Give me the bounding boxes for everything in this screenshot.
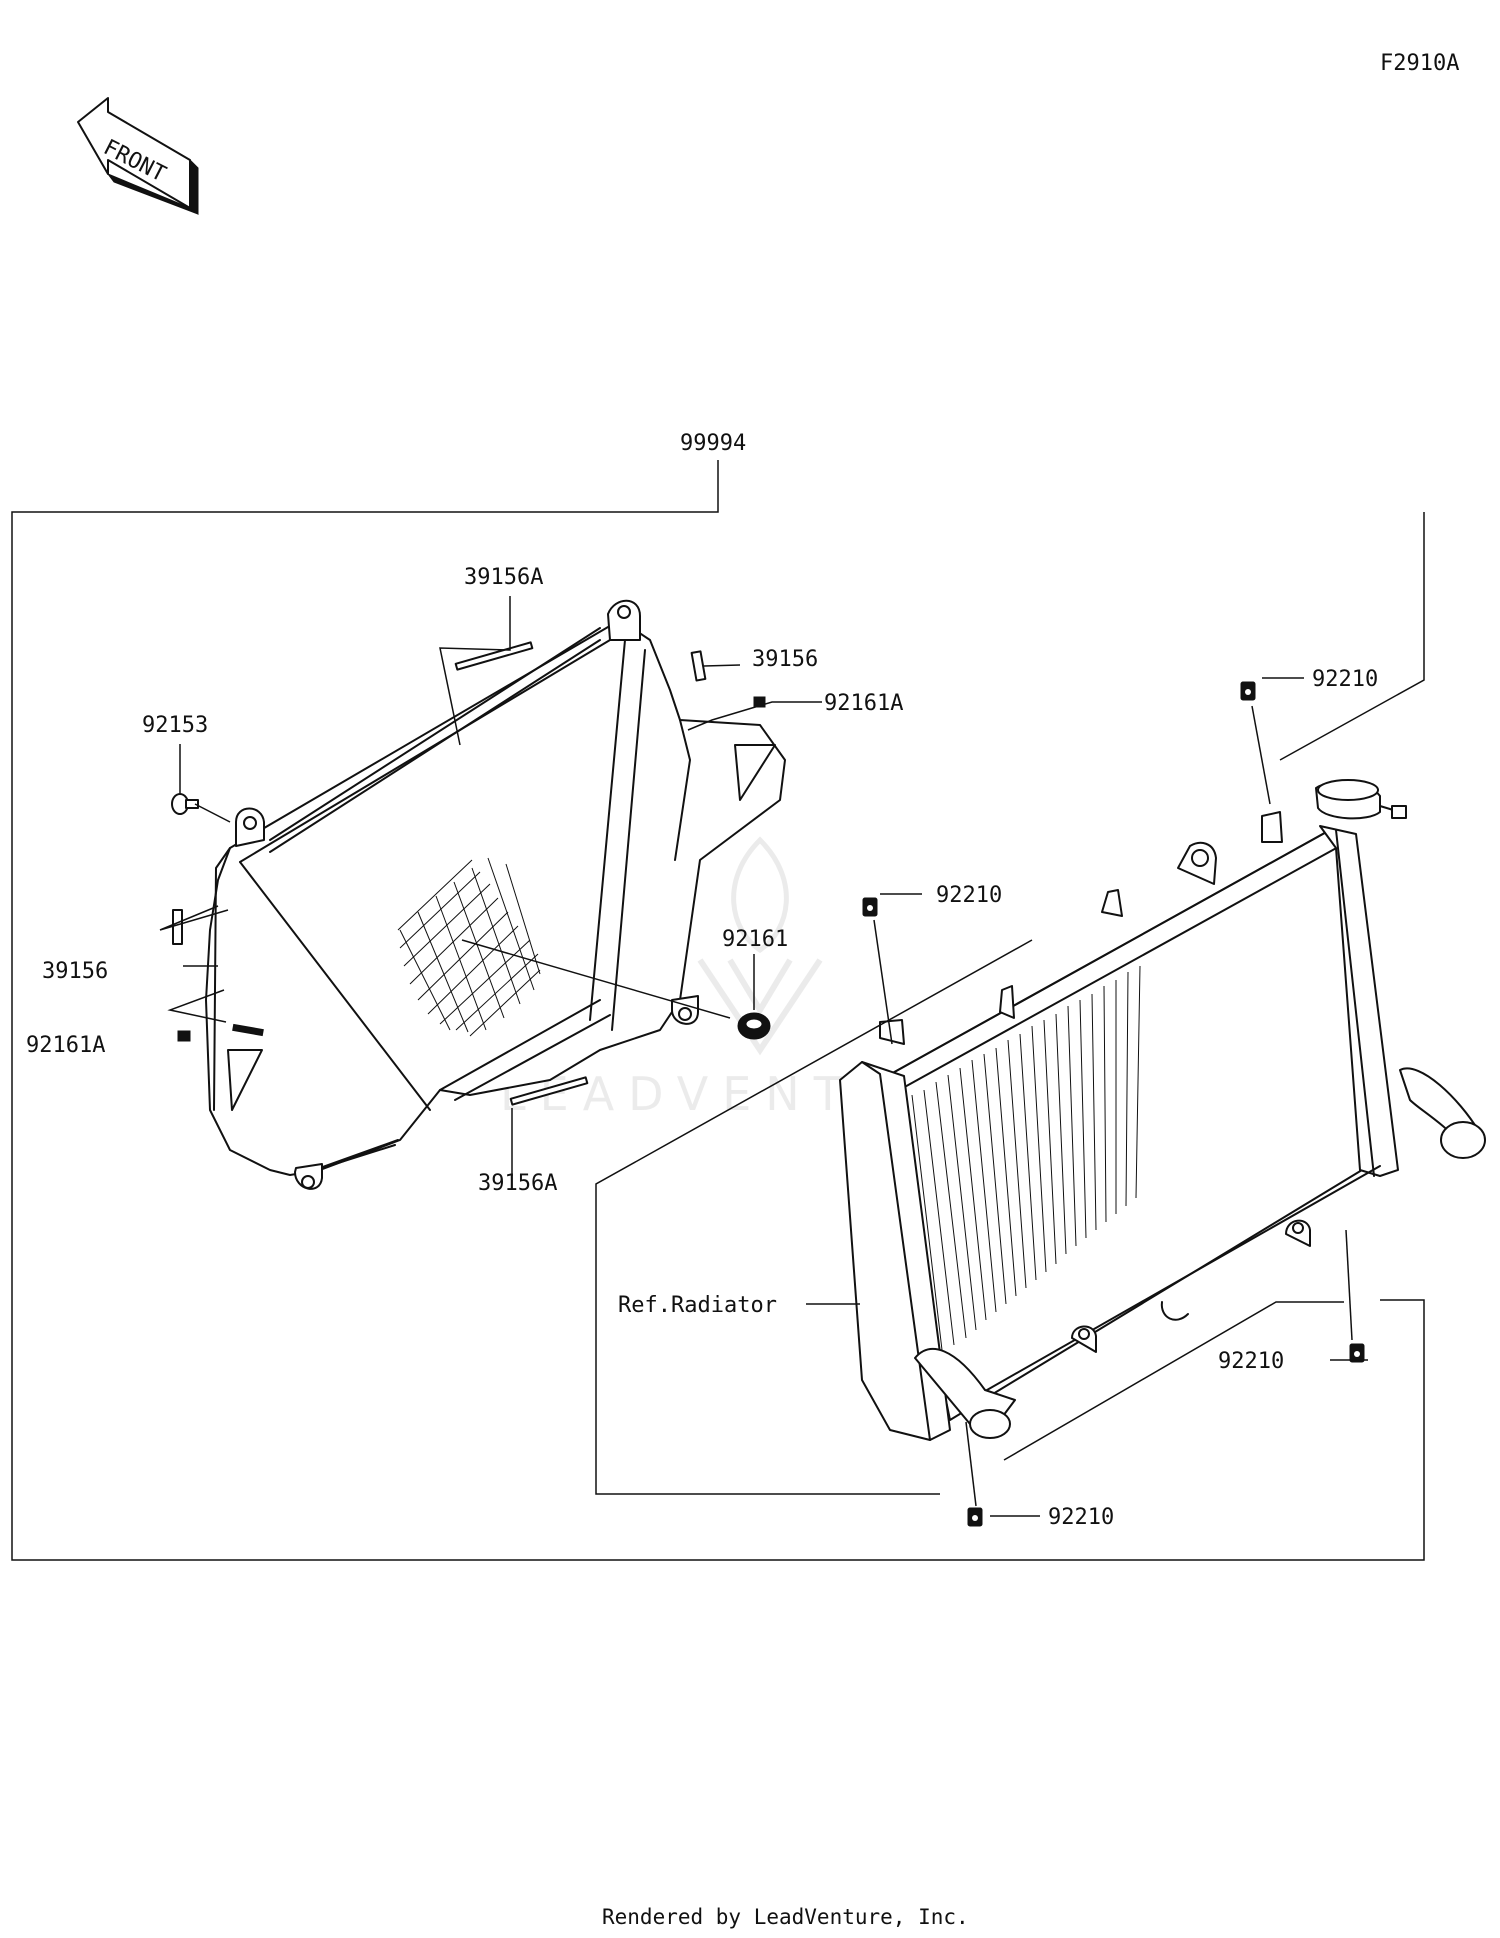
nut-bottom-right-part: [1349, 1343, 1365, 1363]
assembly-bracket: [11, 460, 1425, 1561]
label-pad-left: 39156: [42, 959, 108, 984]
nut-bottom-left-part: [967, 1507, 983, 1527]
label-nut-bottom-left: 92210: [1048, 1505, 1114, 1530]
radiator-screen: [205, 599, 786, 1190]
assembly-bracket-right: [1279, 512, 1425, 761]
radiator: [839, 779, 1486, 1441]
pad-right-part: [690, 650, 707, 682]
strip-bottom-part: [509, 1076, 589, 1106]
clip-left-part: [177, 1030, 191, 1042]
nut-top-right-part: [1240, 681, 1256, 701]
label-nut-top-right: 92210: [1312, 667, 1378, 692]
assembly-label: 99994: [680, 431, 746, 456]
label-nut-top-left: 92210: [936, 883, 1002, 908]
label-strip-top: 39156A: [464, 565, 543, 590]
label-pad-right: 39156: [752, 647, 818, 672]
label-strip-bottom: 39156A: [478, 1171, 557, 1196]
strip-top-part: [454, 641, 534, 671]
label-grommet: 92161: [722, 927, 788, 952]
label-bolt: 92153: [142, 713, 208, 738]
clip-right-part: [753, 696, 766, 708]
bolt-part: [171, 793, 199, 815]
ref-radiator-bracket: [595, 939, 1033, 1495]
pad-left-part: [172, 909, 183, 945]
label-clip-right: 92161A: [824, 691, 903, 716]
nut-top-left-part: [862, 897, 878, 917]
grommet-part: [737, 1012, 771, 1040]
leader-lines: [159, 596, 1368, 1517]
label-clip-left: 92161A: [26, 1033, 105, 1058]
diagram-code: F2910A: [1380, 51, 1459, 76]
label-ref-radiator: Ref.Radiator: [618, 1293, 777, 1318]
screen-mesh: [397, 857, 541, 1037]
ref-radiator-bottom: [1003, 1301, 1344, 1461]
front-arrow-icon: FRONT: [77, 97, 199, 215]
footer-credit: Rendered by LeadVenture, Inc.: [602, 1905, 969, 1929]
label-nut-bottom-right: 92210: [1218, 1349, 1284, 1374]
